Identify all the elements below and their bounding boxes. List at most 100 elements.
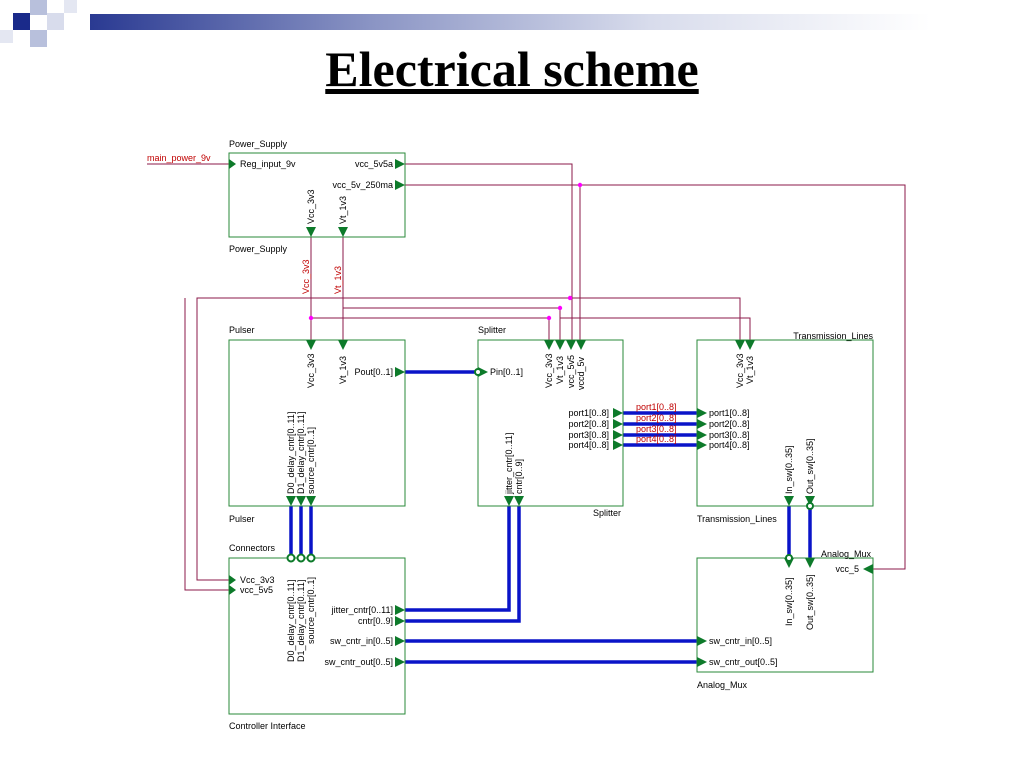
analog-mux-title: Analog_Mux	[821, 549, 872, 559]
pin-label-pout: Pout[0..1]	[354, 367, 393, 377]
bus-lines	[289, 370, 812, 664]
pin-marker	[784, 496, 794, 506]
controller-interface-name: Controller Interface	[229, 721, 306, 731]
pin-marker	[229, 159, 236, 169]
pin-marker	[613, 419, 623, 429]
net-label-port1: port1[0..8]	[636, 402, 677, 412]
junction-dot	[577, 182, 583, 188]
pin-label-sw-cntr-in: sw_cntr_in[0..5]	[330, 636, 393, 646]
pin-marker	[395, 605, 405, 615]
pin-marker	[863, 564, 873, 574]
bus-cntr	[405, 506, 521, 623]
pin-marker	[555, 340, 565, 350]
net-label-port4: port4[0..8]	[636, 434, 677, 444]
connectors-title: Connectors	[229, 543, 276, 553]
pin-marker	[474, 368, 482, 376]
net-label-main-power: main_power_9v	[147, 153, 211, 163]
pin-label-port3: port3[0..8]	[568, 430, 609, 440]
splitter-name: Splitter	[593, 508, 621, 518]
pulser-title: Pulser	[229, 325, 255, 335]
corner-square-decoration	[0, 0, 90, 62]
pin-label-d1-delay: D1_delay_cntr[0..11]	[296, 412, 306, 494]
pin-marker	[697, 657, 707, 667]
pin-label-vcc5: vcc_5	[835, 564, 859, 574]
pin-marker	[735, 340, 745, 350]
pin-label-port4: port4[0..8]	[709, 440, 750, 450]
pin-marker	[395, 180, 405, 190]
pin-marker	[566, 340, 576, 350]
pin-marker	[806, 502, 814, 510]
power-supply-title: Power_Supply	[229, 139, 288, 149]
junction-dot	[567, 295, 573, 301]
pin-label-vcc3v3: Vcc_3v3	[544, 353, 554, 388]
pin-label-out-sw: Out_sw[0..35]	[805, 574, 815, 630]
pin-label-sw-cntr-out: sw_cntr_out[0..5]	[709, 657, 778, 667]
power-wires	[147, 163, 906, 591]
wire-vt-branch	[343, 307, 561, 340]
pin-label-vt1v3: Vt_1v3	[338, 356, 348, 384]
pin-label-in-sw: In_sw[0..35]	[784, 445, 794, 494]
pin-marker	[544, 340, 554, 350]
pin-marker	[296, 496, 306, 506]
pin-label-source: source_cntr[0..1]	[306, 577, 316, 644]
power-supply-name: Power_Supply	[229, 244, 288, 254]
pin-marker	[286, 496, 296, 506]
pin-label-sw-cntr-out: sw_cntr_out[0..5]	[324, 657, 393, 667]
pin-label-source: source_cntr[0..1]	[306, 427, 316, 494]
pin-marker	[504, 496, 514, 506]
net-label-port3: port3[0..8]	[636, 424, 677, 434]
pin-marker	[613, 430, 623, 440]
pulser-block	[228, 339, 406, 507]
pin-label-port3: port3[0..8]	[709, 430, 750, 440]
pin-label-pin: Pin[0..1]	[490, 367, 523, 377]
pin-marker	[306, 553, 316, 563]
pin-label-in-sw: In_sw[0..35]	[784, 577, 794, 626]
analog-mux-name: Analog_Mux	[697, 680, 748, 690]
junction-dot	[546, 315, 552, 321]
pin-label-vccd5v: vccd_5v	[576, 356, 586, 390]
pin-label-d0-delay: D0_delay_cntr[0..11]	[286, 580, 296, 662]
transmission-lines-name: Transmission_Lines	[697, 514, 777, 524]
pin-marker	[613, 440, 623, 450]
wire-vt-transmission	[560, 317, 751, 340]
pin-label-vcc3v3: Vcc_3v3	[306, 189, 316, 224]
pin-label-vt1v3: Vt_1v3	[745, 356, 755, 384]
wire-connectors-vcc5v5	[184, 298, 229, 591]
pin-marker	[338, 227, 348, 237]
corner-squares-icon	[0, 0, 77, 47]
pin-marker	[613, 408, 623, 418]
pin-marker	[395, 159, 405, 169]
pin-label-sw-cntr-in: sw_cntr_in[0..5]	[709, 636, 772, 646]
pin-marker	[805, 496, 815, 506]
pin-marker	[296, 553, 306, 563]
bus-jitter	[405, 506, 511, 612]
pin-label-d0-delay: D0_delay_cntr[0..11]	[286, 412, 296, 494]
pin-label-vcc5v5: vcc_5v5	[240, 585, 273, 595]
pin-marker	[395, 657, 405, 667]
pin-label-port1: port1[0..8]	[709, 408, 750, 418]
pin-label-port4: port4[0..8]	[568, 440, 609, 450]
pin-marker	[395, 367, 405, 377]
pin-label-jitter: jitter_cntr[0..11]	[331, 605, 393, 615]
pin-label-vcc3v3: Vcc_3v3	[240, 575, 275, 585]
pin-marker	[745, 340, 755, 350]
pin-marker	[395, 616, 405, 626]
pulser-name: Pulser	[229, 514, 255, 524]
wire-vcc3v3-splitter	[311, 317, 550, 340]
pin-marker	[306, 227, 316, 237]
pin-label-port1: port1[0..8]	[568, 408, 609, 418]
pin-label-vt1v3: Vt_1v3	[555, 356, 565, 384]
junction-dot	[557, 305, 563, 311]
junction-dot	[308, 315, 314, 321]
pin-marker	[697, 636, 707, 646]
net-label-port2: port2[0..8]	[636, 413, 677, 423]
pin-marker	[286, 553, 296, 563]
pin-marker	[514, 496, 524, 506]
header-gradient-bar	[90, 14, 1024, 30]
wire-connectors-vcc3v3	[196, 297, 741, 581]
pin-marker	[576, 340, 586, 350]
pin-label-port2: port2[0..8]	[709, 419, 750, 429]
pin-label-vcc3v3: Vcc_3v3	[735, 353, 745, 388]
pin-marker	[338, 340, 348, 350]
